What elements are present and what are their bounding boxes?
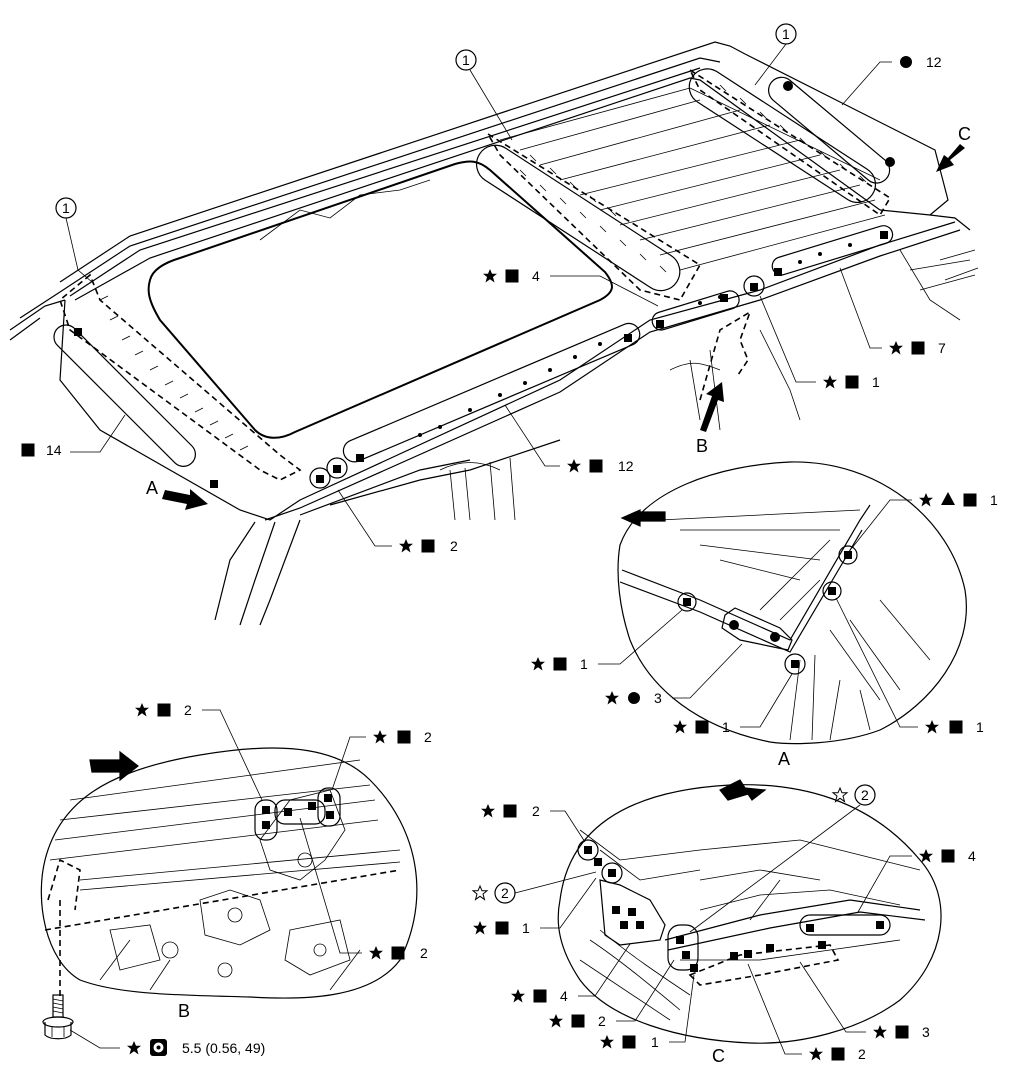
svg-text:3: 3 — [654, 690, 662, 706]
view-b-arrow — [700, 382, 724, 432]
a-callout-bottom-1: 1 — [673, 673, 793, 735]
callout-star-sq-1: 1 — [759, 295, 880, 390]
front-header-panel — [59, 273, 302, 481]
side-rail-panel-front — [342, 322, 641, 463]
svg-text:4: 4 — [532, 268, 540, 284]
svg-text:1: 1 — [62, 200, 70, 216]
b-torque-callout: 5.5 (0.56, 49) — [69, 1029, 265, 1056]
side-rail-panel-rear — [771, 225, 894, 276]
svg-text:2: 2 — [501, 885, 509, 901]
svg-text:12: 12 — [618, 458, 634, 474]
svg-text:2: 2 — [861, 787, 869, 803]
svg-text:4: 4 — [560, 988, 568, 1004]
c-callout-ref2-top: 2 — [689, 784, 876, 933]
c-callout-left-1: 1 — [473, 877, 597, 936]
svg-text:4: 4 — [968, 848, 976, 864]
detail-view-a: A 1 1 3 1 1 — [531, 461, 998, 769]
b-callout-left-2: 2 — [135, 702, 263, 801]
view-c-label: C — [958, 124, 971, 144]
svg-text:2: 2 — [420, 945, 428, 961]
main-roof-view: A B C 1 1 1 14 12 4 7 — [9, 23, 979, 626]
view-c-arrow — [936, 144, 965, 172]
svg-text:1: 1 — [462, 52, 470, 68]
svg-text:2: 2 — [450, 538, 458, 554]
svg-text:1: 1 — [782, 26, 790, 42]
front-rail-panel — [53, 324, 196, 467]
callout-dot-12: 12 — [841, 54, 942, 106]
svg-text:1: 1 — [651, 1034, 659, 1050]
svg-text:2: 2 — [424, 729, 432, 745]
a-callout-right-1: 1 — [835, 597, 984, 735]
a-callout-left-1: 1 — [531, 609, 683, 672]
svg-text:14: 14 — [46, 442, 62, 458]
svg-text:2: 2 — [184, 702, 192, 718]
torque-spec: 5.5 (0.56, 49) — [182, 1040, 265, 1056]
c-callout-ref2-left: 2 — [472, 871, 597, 904]
c-callout-top-2: 2 — [481, 803, 586, 843]
svg-text:2: 2 — [532, 803, 540, 819]
svg-text:1: 1 — [976, 719, 984, 735]
c-callout-3: 3 — [799, 961, 930, 1040]
roof-bow-mid — [475, 133, 702, 301]
detail-a-label: A — [778, 749, 790, 769]
detail-c-label: C — [712, 1046, 725, 1066]
detail-b-label: B — [178, 1001, 190, 1021]
view-a-arrow — [162, 489, 208, 510]
side-rail-panel-mid — [651, 290, 740, 331]
callout-14: 14 — [21, 414, 126, 458]
callout-star-sq-7: 7 — [839, 267, 946, 356]
rear-header-panel — [768, 76, 891, 184]
c-callout-bottom-1: 1 — [600, 974, 695, 1050]
svg-text:1: 1 — [522, 920, 530, 936]
callout-star-sq-12: 12 — [504, 404, 634, 474]
ref-1-right: 1 — [754, 23, 797, 86]
c-callout-left-4: 4 — [511, 943, 631, 1004]
detail-b-front-arrow — [89, 750, 139, 782]
svg-text:2: 2 — [598, 1013, 606, 1029]
b-callout-bottom-2: 2 — [299, 817, 428, 961]
svg-text:2: 2 — [858, 1046, 866, 1062]
svg-text:12: 12 — [926, 54, 942, 70]
svg-text:1: 1 — [722, 719, 730, 735]
detail-a-front-arrow — [620, 509, 666, 527]
callout-star-sq-4: 4 — [483, 268, 659, 307]
svg-text:7: 7 — [938, 340, 946, 356]
c-callout-bottom-2: 2 — [747, 963, 866, 1062]
b-callout-right-2: 2 — [331, 729, 432, 791]
a-callout-3: 3 — [605, 643, 743, 706]
view-a-label: A — [146, 478, 158, 498]
roof-panel — [9, 41, 979, 626]
sunroof-opening — [147, 160, 613, 439]
ref-1-left: 1 — [55, 197, 93, 283]
main-markers — [74, 81, 895, 488]
svg-text:1: 1 — [872, 374, 880, 390]
svg-text:1: 1 — [990, 492, 998, 508]
view-b-label: B — [696, 436, 708, 456]
svg-text:1: 1 — [580, 656, 588, 672]
roof-bow-rear — [687, 67, 892, 217]
ref-1-center: 1 — [455, 49, 513, 141]
a-callout-top: 1 — [851, 492, 998, 549]
detail-b-bolt — [42, 994, 74, 1040]
detail-view-c: C 2 2 4 2 1 4 2 — [472, 779, 976, 1066]
c-callout-right-4: 4 — [857, 848, 976, 913]
side-rail-panels — [53, 76, 894, 489]
svg-text:3: 3 — [922, 1024, 930, 1040]
c-callout-mid-2: 2 — [549, 959, 675, 1029]
detail-c-front-arrow — [719, 779, 767, 801]
callout-star-sq-2: 2 — [337, 489, 458, 554]
detail-view-b: B 2 2 2 5.5 (0.56, 49) — [40, 702, 432, 1056]
